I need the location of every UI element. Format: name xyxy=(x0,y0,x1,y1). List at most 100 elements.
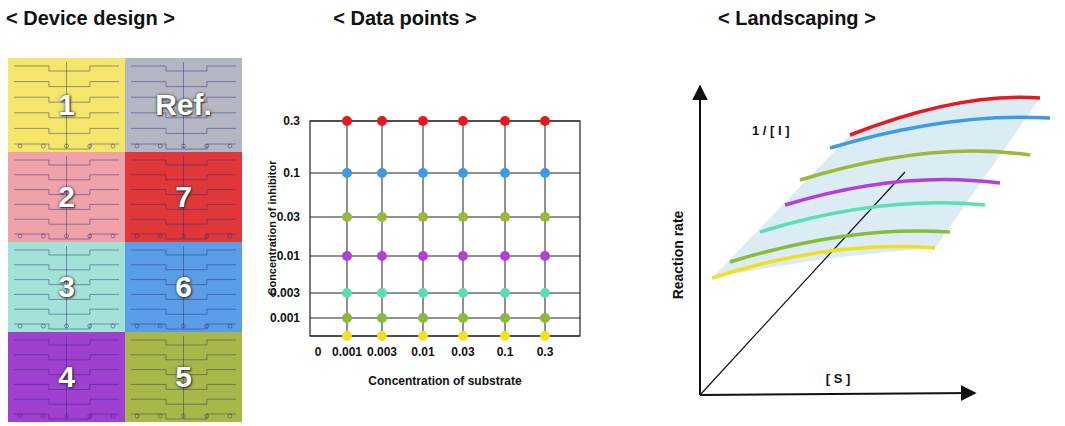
chamber-number: 7 xyxy=(175,180,192,214)
port xyxy=(88,414,92,418)
port xyxy=(182,414,186,418)
port xyxy=(41,414,45,418)
data-point xyxy=(418,288,428,298)
port xyxy=(88,324,92,328)
tick-label: 0.01 xyxy=(277,249,300,263)
curve xyxy=(800,151,1030,180)
substrate-axis xyxy=(700,393,975,395)
data-point xyxy=(342,116,352,126)
grid-line xyxy=(505,121,506,336)
port xyxy=(111,414,115,418)
port xyxy=(182,324,186,328)
port xyxy=(205,414,209,418)
data-point xyxy=(377,331,387,341)
chamber-number: 5 xyxy=(175,360,192,394)
grid-line xyxy=(382,121,383,336)
panel-heading: < Landscaping > xyxy=(718,7,876,30)
data-point xyxy=(540,331,550,341)
port xyxy=(182,144,186,148)
axis-title: Concentration of inhibitor xyxy=(266,160,278,295)
data-point xyxy=(418,168,428,178)
port xyxy=(18,144,22,148)
panel-heading: < Data points > xyxy=(333,7,476,30)
data-point xyxy=(342,251,352,261)
chamber-number: 1 xyxy=(58,88,75,122)
port xyxy=(158,234,162,238)
data-point xyxy=(500,331,510,341)
port xyxy=(228,414,232,418)
grid-frame xyxy=(310,121,580,336)
data-point xyxy=(418,116,428,126)
chamber-block: 3 xyxy=(8,242,125,332)
data-point xyxy=(342,331,352,341)
port xyxy=(18,414,22,418)
chamber-number: 4 xyxy=(58,360,75,394)
landscape-plot xyxy=(700,86,1050,395)
data-point xyxy=(458,212,468,222)
data-point xyxy=(377,168,387,178)
data-point xyxy=(540,251,550,261)
data-point xyxy=(500,251,510,261)
rate-axis xyxy=(699,86,701,395)
chamber-block: 5 xyxy=(125,332,242,422)
data-point xyxy=(342,313,352,323)
tick-label: 0.1 xyxy=(283,166,300,180)
data-point xyxy=(540,313,550,323)
chamber-block: 7 xyxy=(125,152,242,242)
data-point xyxy=(342,212,352,222)
data-point xyxy=(500,313,510,323)
data-point xyxy=(540,168,550,178)
port xyxy=(182,234,186,238)
tick-label: 0.001 xyxy=(270,311,300,325)
axis-title: Concentration of substrate xyxy=(368,374,521,388)
tick-label: 0.3 xyxy=(283,114,300,128)
grid-line xyxy=(463,121,464,336)
chamber-block: 6 xyxy=(125,242,242,332)
axis-title: Reaction rate xyxy=(670,211,686,300)
port xyxy=(135,324,139,328)
data-point xyxy=(458,168,468,178)
port xyxy=(111,144,115,148)
chamber-number: Ref. xyxy=(155,88,212,122)
data-point xyxy=(377,212,387,222)
port xyxy=(205,234,209,238)
port xyxy=(88,144,92,148)
chamber-number: 3 xyxy=(58,270,75,304)
data-point xyxy=(342,288,352,298)
data-point xyxy=(540,288,550,298)
curve xyxy=(830,117,1050,148)
tick-label: 0.3 xyxy=(537,345,554,359)
data-point xyxy=(418,251,428,261)
port xyxy=(88,234,92,238)
port xyxy=(135,414,139,418)
data-point xyxy=(342,168,352,178)
data-point xyxy=(458,116,468,126)
tick-label: 0.1 xyxy=(497,345,514,359)
data-point xyxy=(458,313,468,323)
data-point xyxy=(500,212,510,222)
curve xyxy=(712,247,935,278)
port xyxy=(65,234,69,238)
port xyxy=(65,144,69,148)
port xyxy=(158,414,162,418)
tick-label: 0.03 xyxy=(277,210,300,224)
port xyxy=(228,234,232,238)
port xyxy=(135,234,139,238)
port xyxy=(41,234,45,238)
port xyxy=(205,144,209,148)
port xyxy=(111,234,115,238)
data-grid xyxy=(310,116,580,341)
chamber-block: Ref. xyxy=(125,58,242,152)
port xyxy=(111,324,115,328)
axis-title: 1 / [ I ] xyxy=(752,123,790,138)
port xyxy=(228,144,232,148)
port xyxy=(18,324,22,328)
port xyxy=(135,144,139,148)
port xyxy=(228,324,232,328)
tick-label: 0.001 xyxy=(332,345,362,359)
chamber-block: 4 xyxy=(8,332,125,422)
data-point xyxy=(500,116,510,126)
data-point xyxy=(418,313,428,323)
grid-line xyxy=(423,121,424,336)
port xyxy=(158,144,162,148)
